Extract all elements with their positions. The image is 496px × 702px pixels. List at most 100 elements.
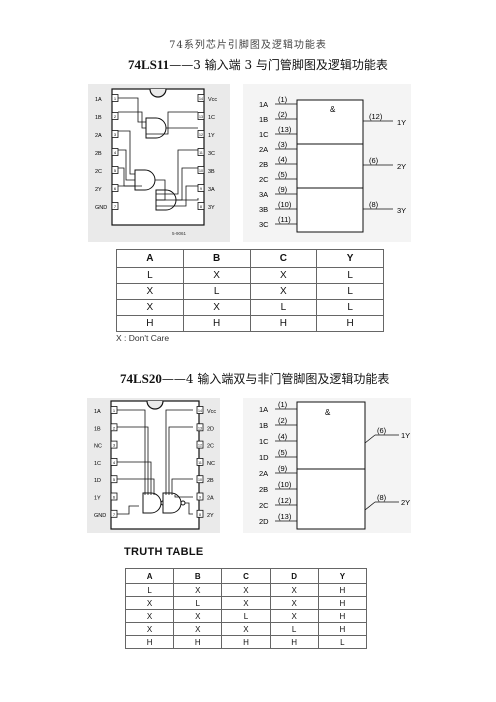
section2-title: 74LS20——4 输入端双与非门管脚图及逻辑功能表 bbox=[120, 370, 389, 387]
section1-title: 74LS11——3 输入端 3 与门管脚图及逻辑功能表 bbox=[128, 56, 388, 73]
dip-pin-number: 13 bbox=[199, 115, 203, 119]
logic-input-label: 3A bbox=[259, 190, 268, 199]
and-gate-1 bbox=[145, 117, 167, 139]
table-cell: X bbox=[124, 596, 175, 610]
and-gate-2 bbox=[134, 169, 156, 191]
table-cell: X bbox=[269, 596, 319, 610]
table-cell: X bbox=[249, 283, 318, 300]
table-cell: H bbox=[249, 315, 318, 332]
section1-title-part: 74LS11 bbox=[128, 57, 170, 72]
logic-symbol-74ls20: & 1A(1)1B(2)1C(4)1D(5)2A(9)2B(10)2C(12)2… bbox=[243, 398, 411, 533]
logic-input-pin: (1) bbox=[278, 95, 288, 104]
dip-pin-number: 9 bbox=[199, 496, 201, 500]
truth-table-caption: TRUTH TABLE bbox=[124, 546, 204, 558]
table-cell: L bbox=[317, 635, 368, 649]
table-cell: X bbox=[116, 299, 184, 316]
logic-output-pin: (12) bbox=[369, 112, 383, 121]
dip-pin-number: 12 bbox=[198, 444, 202, 448]
table-cell: L bbox=[182, 283, 251, 300]
dip-pin-number: 6 bbox=[113, 495, 116, 500]
table-cell: X bbox=[269, 609, 319, 623]
logic-inputs: 1A(1)1B(2)1C(13)2A(3)2B(4)2C(5)3A(9)3B(1… bbox=[259, 95, 297, 229]
logic-input-pin: (4) bbox=[278, 155, 288, 164]
dip-pin-number: 9 bbox=[200, 187, 202, 191]
section2-title-part: 74LS20 bbox=[120, 371, 162, 386]
logic-input-label: 2D bbox=[259, 517, 269, 526]
table-cell: L bbox=[124, 583, 175, 597]
table-cell: H bbox=[221, 635, 271, 649]
table-cell: H bbox=[317, 596, 368, 610]
dip-pin-label: NC bbox=[207, 461, 215, 467]
dip-pin-label: 2B bbox=[95, 151, 102, 157]
table-cell: L bbox=[316, 267, 384, 284]
logic-output-label: 3Y bbox=[397, 206, 406, 215]
dip-pin-label: Vcc bbox=[208, 97, 217, 103]
logic-input-pin: (4) bbox=[278, 432, 288, 441]
nand-gate-1 bbox=[142, 492, 162, 514]
dip-pin-label: 2A bbox=[95, 133, 102, 139]
dip-pin-number: 14 bbox=[198, 409, 202, 413]
table-cell: X bbox=[173, 622, 223, 636]
dip-pin-number: 10 bbox=[199, 169, 203, 173]
table-cell: X bbox=[221, 622, 271, 636]
table-cell: X bbox=[182, 267, 251, 284]
table-cell: H bbox=[116, 315, 184, 332]
dip-pin-number: 6 bbox=[114, 186, 117, 191]
dip-pin-label: 1D bbox=[94, 478, 101, 484]
dip-pin-label: 2Y bbox=[207, 513, 214, 519]
logic-symbol-and: & bbox=[325, 408, 331, 417]
logic-input-pin: (9) bbox=[278, 464, 288, 473]
column-header: D bbox=[269, 568, 319, 584]
dip-pin-number: 7 bbox=[113, 512, 116, 517]
logic-input-label: 2B bbox=[259, 485, 268, 494]
table-cell: X bbox=[173, 583, 223, 597]
logic-input-label: 2C bbox=[259, 175, 269, 184]
dip-pin-label: GND bbox=[95, 205, 107, 211]
table-cell: X bbox=[124, 609, 175, 623]
dip-pin-label: 1B bbox=[95, 115, 102, 121]
table-cell: H bbox=[182, 315, 251, 332]
dip-pin-number: 5 bbox=[114, 168, 117, 173]
logic-input-label: 1C bbox=[259, 437, 269, 446]
table-cell: L bbox=[316, 283, 384, 300]
column-header: B bbox=[182, 249, 251, 268]
logic-input-pin: (13) bbox=[278, 512, 292, 521]
section2-title-desc: ——4 输入端双与非门管脚图及逻辑功能表 bbox=[161, 372, 390, 386]
dip-pin-label: 2C bbox=[207, 444, 214, 450]
table-cell: X bbox=[269, 583, 319, 597]
table-cell: H bbox=[124, 635, 175, 649]
logic-output-pin: (8) bbox=[377, 493, 387, 502]
table-cell: H bbox=[317, 609, 368, 623]
logic-output-label: 1Y bbox=[397, 118, 406, 127]
table-cell: X bbox=[116, 283, 184, 300]
logic-input-label: 1A bbox=[259, 100, 268, 109]
dip-pin-label: 2D bbox=[207, 426, 214, 432]
logic-symbol-74ls11: & 1A(1)1B(2)1C(13)2A(3)2B(4)2C(5)3A(9)3B… bbox=[243, 84, 411, 242]
dip-pin-label: 1Y bbox=[94, 496, 101, 502]
logic-input-label: 3C bbox=[259, 220, 269, 229]
dont-care-note: X : Don't Care bbox=[116, 333, 170, 343]
dip-pin-number: 10 bbox=[198, 478, 202, 482]
table-cell: H bbox=[173, 635, 223, 649]
dip-pin-number: 13 bbox=[198, 426, 202, 430]
logic-input-label: 2B bbox=[259, 160, 268, 169]
dip-pin-label: 1B bbox=[94, 426, 101, 432]
logic-input-pin: (9) bbox=[278, 185, 288, 194]
dip-pin-label: NC bbox=[94, 444, 102, 450]
dip-pin-number: 8 bbox=[199, 513, 201, 517]
dip-pin-number: 1 bbox=[114, 96, 117, 101]
table-cell: X bbox=[221, 596, 271, 610]
column-header: A bbox=[124, 568, 175, 584]
dip-pin-number: 2 bbox=[113, 425, 116, 430]
